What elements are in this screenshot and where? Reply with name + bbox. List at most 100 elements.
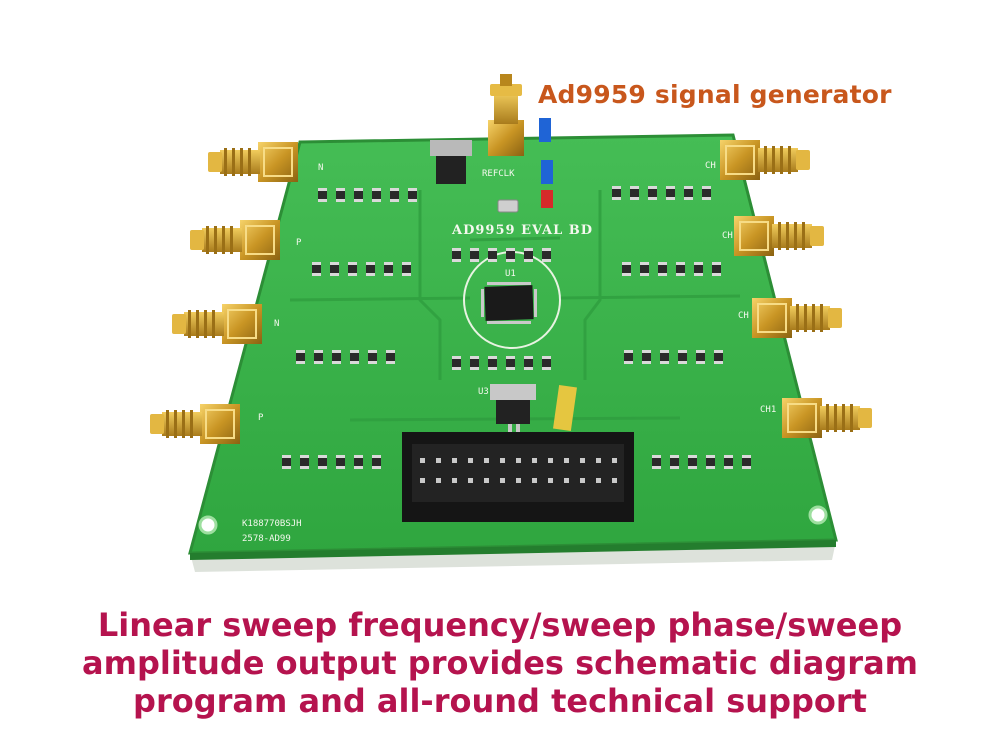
header-pin [516, 478, 521, 483]
smd-part [622, 262, 631, 276]
smd-part [332, 350, 341, 364]
smd-part [402, 262, 411, 276]
smd-part [314, 350, 323, 364]
port-label: CH [722, 231, 733, 241]
header-pin [420, 478, 425, 483]
header-pin [500, 458, 505, 463]
sma-connector [752, 298, 842, 338]
smd-part [470, 248, 479, 262]
header-pin [500, 478, 505, 483]
header-pin [580, 478, 585, 483]
smd-part [318, 188, 327, 202]
smd-part [368, 350, 377, 364]
mount-hole [808, 505, 828, 525]
sma-connector [208, 142, 298, 182]
smd-part [524, 356, 533, 370]
caption-block: Linear sweep frequency/sweep phase/sweep… [0, 606, 1000, 720]
model-text: 2578-AD99 [242, 534, 291, 544]
svg-text:U3: U3 [478, 387, 489, 397]
smd-part [506, 356, 515, 370]
smd-part [372, 188, 381, 202]
headline-title: Ad9959 signal generator [538, 80, 892, 109]
smd-part [742, 455, 751, 469]
smd-part [658, 262, 667, 276]
header-pin [580, 458, 585, 463]
smd-part [652, 455, 661, 469]
smd-part [300, 455, 309, 469]
smd-part [676, 262, 685, 276]
port-label: P [258, 413, 264, 423]
smd-part [706, 455, 715, 469]
header-pin [612, 458, 617, 463]
smd-part [336, 188, 345, 202]
smd-part [678, 350, 687, 364]
header-pin [612, 478, 617, 483]
smd-part [354, 455, 363, 469]
header-pin [452, 478, 457, 483]
smd-part [542, 356, 551, 370]
svg-text:U1: U1 [505, 269, 516, 279]
board-title: AD9959 EVAL BD [451, 223, 593, 238]
smd-part [452, 248, 461, 262]
smd-part [384, 262, 393, 276]
smd-part [350, 350, 359, 364]
smd-part [354, 188, 363, 202]
header-pin [468, 478, 473, 483]
jumper-red [541, 190, 553, 208]
sma-connector [190, 220, 280, 260]
smd-part [390, 188, 399, 202]
smd-part [712, 262, 721, 276]
smd-part [372, 455, 381, 469]
sma-refclk [488, 74, 524, 156]
port-label: CH [705, 161, 716, 171]
smd-part [330, 262, 339, 276]
smd-part [624, 350, 633, 364]
jumper-blue-2 [541, 160, 553, 184]
smd-part [542, 248, 551, 262]
smd-part [640, 262, 649, 276]
serial-number: K188770BSJH [242, 519, 302, 529]
sma-connector [172, 304, 262, 344]
sma-connector [734, 216, 824, 256]
header-pin [420, 458, 425, 463]
smd-part [660, 350, 669, 364]
header-pin [548, 478, 553, 483]
sma-connector [150, 404, 240, 444]
header-pin [436, 478, 441, 483]
header-pin [484, 478, 489, 483]
smd-part [696, 350, 705, 364]
smd-part [688, 455, 697, 469]
smd-part [702, 186, 711, 200]
smd-components [282, 186, 751, 469]
mount-hole [198, 515, 218, 535]
jumper-blue-1 [539, 118, 551, 142]
smd-part [366, 262, 375, 276]
header-pin [532, 458, 537, 463]
smd-part [714, 350, 723, 364]
smd-part [506, 248, 515, 262]
smd-part [524, 248, 533, 262]
smd-part [488, 248, 497, 262]
smd-part [642, 350, 651, 364]
regulator-u3 [490, 384, 536, 440]
port-label: P [296, 238, 302, 248]
header-pin [532, 478, 537, 483]
port-label: CH [738, 311, 749, 321]
port-label: CH1 [760, 405, 776, 415]
sma-connector [782, 398, 872, 438]
header-pin [564, 478, 569, 483]
port-label: N [318, 163, 323, 173]
smd-part [386, 350, 395, 364]
smd-part [724, 455, 733, 469]
smd-part [694, 262, 703, 276]
smd-part [282, 455, 291, 469]
smd-part [408, 188, 417, 202]
smd-part [296, 350, 305, 364]
smd-part [648, 186, 657, 200]
smd-part [312, 262, 321, 276]
oscillator [497, 199, 519, 213]
header-pin [452, 458, 457, 463]
header-pin [516, 458, 521, 463]
smd-part [470, 356, 479, 370]
